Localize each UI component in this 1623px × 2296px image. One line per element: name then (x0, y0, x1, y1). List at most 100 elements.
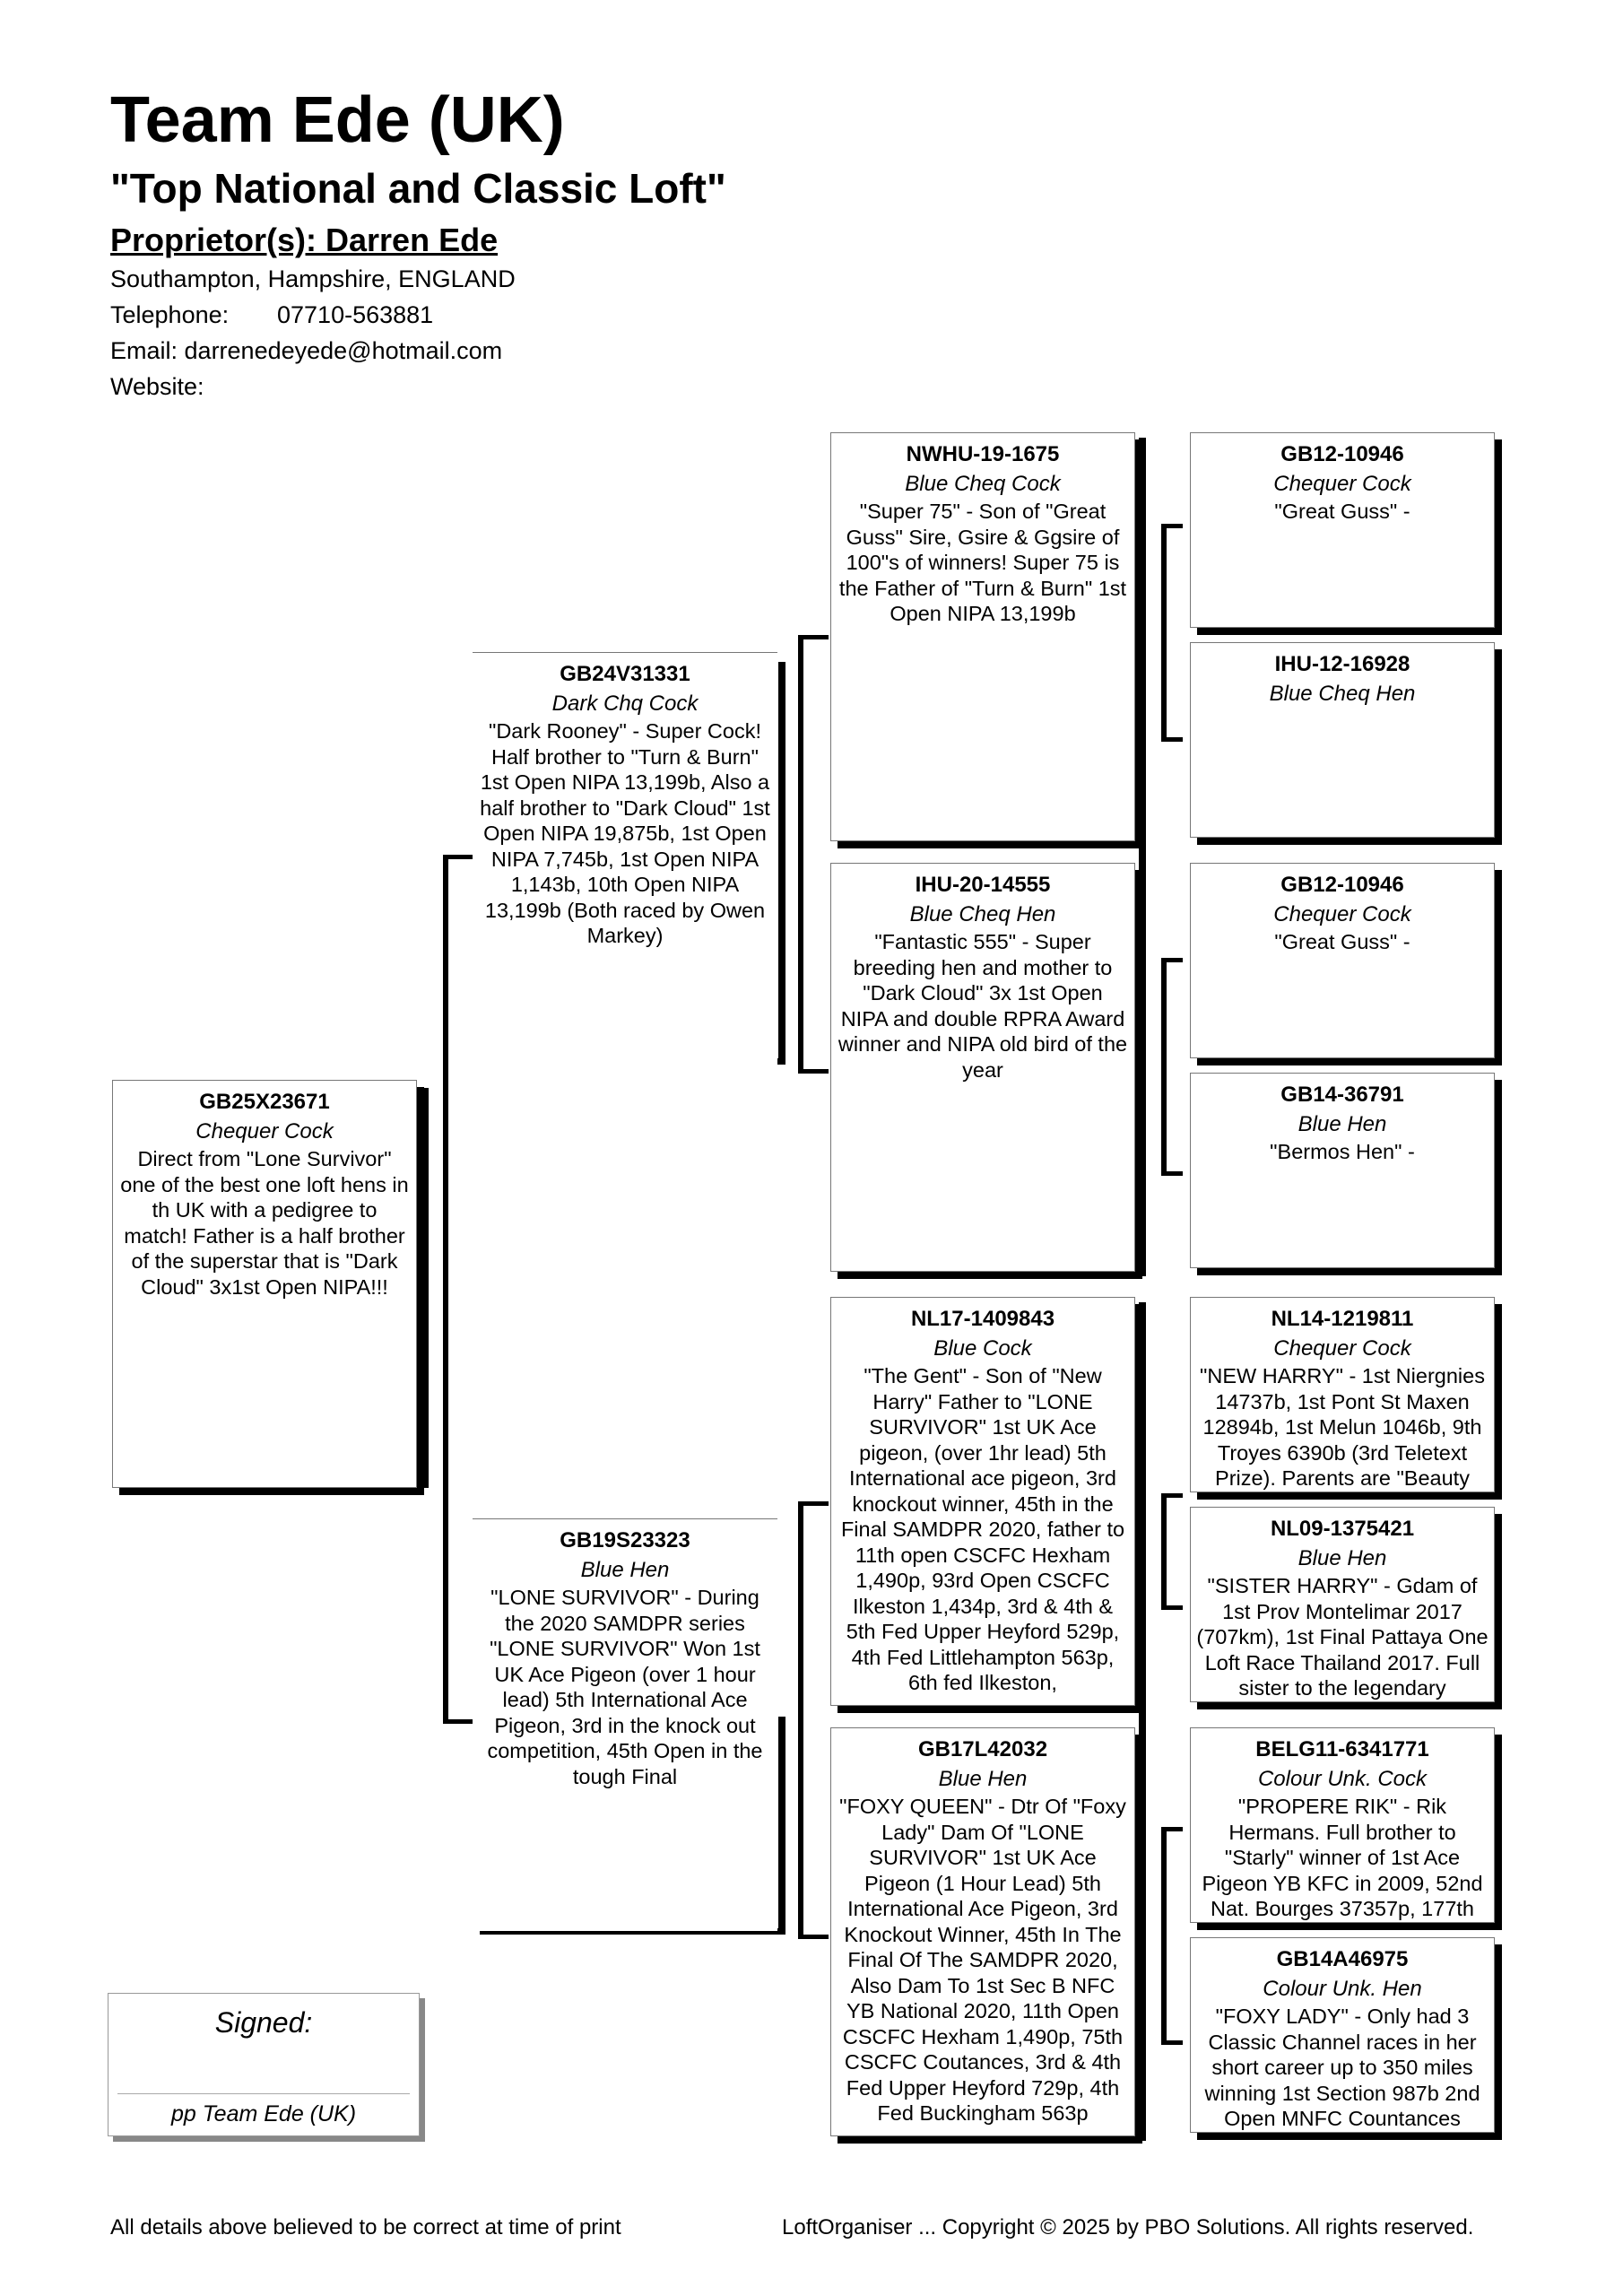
pigeon-color: Blue Cock (933, 1336, 1032, 1361)
pigeon-color: Colour Unk. Hen (1263, 1977, 1422, 2001)
signature-box: Signed: pp Team Ede (UK) (108, 1993, 420, 2136)
pigeon-color: Chequer Cock (1273, 472, 1411, 496)
proprietor: Proprietor(s): Darren Ede (110, 222, 499, 258)
pigeon-card-sire-dam: IHU-20-14555 Blue Cheq Hen "Fantastic 55… (830, 863, 1135, 1272)
ring-number: IHU-12-16928 (1274, 652, 1410, 676)
connector-vertical (798, 1501, 803, 1939)
ring-number: NL09-1375421 (1270, 1517, 1415, 1541)
connector-horizontal (798, 1501, 829, 1506)
pigeon-description: "Dark Rooney" - Super Cock! Half brother… (480, 719, 770, 947)
signature-line (117, 2093, 410, 2094)
pigeon-card-sire-dam-dam: GB14-36791 Blue Hen "Bermos Hen" - (1190, 1073, 1495, 1268)
connector-horizontal (1161, 2040, 1183, 2045)
ring-number: NL17-1409843 (910, 1307, 1055, 1331)
pigeon-description: Direct from "Lone Survivor" one of the b… (120, 1147, 409, 1299)
telephone-row: Telephone: 07710-563881 (110, 303, 433, 327)
loft-subtitle: "Top National and Classic Loft" (110, 165, 726, 212)
pigeon-color: Blue Hen (1298, 1112, 1387, 1136)
email-label: Email: (110, 337, 178, 364)
pigeon-color: Blue Hen (938, 1767, 1028, 1791)
pigeon-card-dam-dam-sire: BELG11-6341771 Colour Unk. Cock "PROPERE… (1190, 1727, 1495, 1923)
pigeon-card-sire-sire: NWHU-19-1675 Blue Cheq Cock "Super 75" -… (830, 432, 1135, 841)
pigeon-color: Blue Hen (580, 1558, 670, 1582)
ring-number: GB17L42032 (917, 1737, 1048, 1761)
pigeon-description: "LONE SURVIVOR" - During the 2020 SAMDPR… (487, 1586, 763, 1788)
connector-horizontal (798, 1069, 829, 1074)
website-label: Website: (110, 373, 204, 400)
connector-horizontal (443, 1719, 473, 1724)
connector-horizontal (1161, 524, 1183, 528)
telephone-label: Telephone: (110, 301, 230, 328)
ring-number: IHU-20-14555 (915, 873, 1051, 897)
pigeon-description: "Great Guss" - (1274, 500, 1410, 523)
ring-number: GB25X23671 (199, 1090, 330, 1114)
pigeon-color: Blue Cheq Cock (905, 472, 1061, 496)
pigeon-card-sire-sire-sire: GB12-10946 Chequer Cock "Great Guss" - (1190, 432, 1495, 628)
ring-number: GB19S23323 (560, 1528, 690, 1552)
pigeon-color: Chequer Cock (1273, 902, 1411, 926)
pigeon-description: "Super 75" - Son of "Great Guss" Sire, G… (838, 500, 1127, 625)
pigeon-description: "Bermos Hen" - (1270, 1140, 1415, 1163)
pigeon-description: "The Gent" - Son of "New Harry" Father t… (840, 1364, 1125, 1694)
connector-vertical (1161, 1493, 1167, 1610)
connector-horizontal (1161, 1605, 1183, 1610)
connector-horizontal (1161, 737, 1183, 742)
connector-vertical (421, 1088, 429, 1488)
footer-disclaimer: All details above believed to be correct… (110, 2215, 621, 2239)
pigeon-card-dam-sire: NL17-1409843 Blue Cock "The Gent" - Son … (830, 1297, 1135, 1706)
connector-vertical (1161, 958, 1167, 1176)
pigeon-description: "NEW HARRY" - 1st Niergnies 14737b, 1st … (1200, 1364, 1485, 1490)
ring-number: GB24V31331 (560, 662, 690, 686)
connector-horizontal (1161, 1493, 1183, 1498)
connector-vertical (1139, 1302, 1146, 2141)
ring-number: NWHU-19-1675 (906, 442, 1060, 466)
pigeon-color: Blue Hen (1298, 1546, 1387, 1570)
pigeon-card-sire-dam-sire: GB12-10946 Chequer Cock "Great Guss" - (1190, 863, 1495, 1058)
pigeon-color: Chequer Cock (195, 1119, 334, 1144)
ring-number: GB14-36791 (1280, 1083, 1404, 1107)
connector-vertical (443, 855, 448, 1722)
pigeon-color: Blue Cheq Hen (909, 902, 1056, 926)
footer-copyright: LoftOrganiser ... Copyright © 2025 by PB… (782, 2215, 1474, 2239)
ring-number: NL14-1219811 (1271, 1307, 1414, 1331)
email-row: Email: darrenedeyede@hotmail.com (110, 339, 502, 363)
pigeon-card-dam-sire-dam: NL09-1375421 Blue Hen "SISTER HARRY" - G… (1190, 1507, 1495, 1702)
connector-horizontal (1161, 958, 1183, 962)
connector-horizontal (798, 635, 829, 639)
connector-vertical (778, 662, 785, 1065)
pigeon-description: "SISTER HARRY" - Gdam of 1st Prov Montel… (1196, 1574, 1488, 1700)
connector-horizontal (798, 1935, 829, 1939)
ring-number: BELG11-6341771 (1255, 1737, 1429, 1761)
connector-vertical (1161, 1827, 1167, 2045)
pigeon-card-dam-dam-dam: GB14A46975 Colour Unk. Hen "FOXY LADY" -… (1190, 1937, 1495, 2133)
pigeon-description: "Fantastic 555" - Super breeding hen and… (838, 930, 1128, 1082)
pigeon-card-sire-sire-dam: IHU-12-16928 Blue Cheq Hen (1190, 642, 1495, 838)
pigeon-description: "FOXY QUEEN" - Dtr Of "Foxy Lady" Dam Of… (839, 1795, 1126, 2125)
connector-vertical (798, 635, 803, 1072)
pigeon-color: Blue Cheq Hen (1269, 682, 1416, 706)
connector-vertical (778, 1717, 785, 1935)
connector-horizontal (480, 1928, 783, 1935)
loft-title: Team Ede (UK) (110, 84, 565, 156)
connector-horizontal (1161, 1171, 1183, 1176)
pigeon-card-sire: GB24V31331 Dark Chq Cock "Dark Rooney" -… (473, 652, 777, 1065)
pigeon-description: "PROPERE RIK" - Rik Hermans. Full brothe… (1202, 1795, 1483, 1920)
pigeon-card-dam-sire-sire: NL14-1219811 Chequer Cock "NEW HARRY" - … (1190, 1297, 1495, 1492)
connector-vertical (1139, 438, 1146, 1276)
address: Southampton, Hampshire, ENGLAND (110, 265, 516, 292)
ring-number: GB14A46975 (1276, 1947, 1409, 1971)
pigeon-card-dam: GB19S23323 Blue Hen "LONE SURVIVOR" - Du… (473, 1518, 777, 1931)
email-value: darrenedeyede@hotmail.com (184, 337, 503, 364)
signed-label: Signed: (214, 2006, 313, 2039)
pigeon-description: "FOXY LADY" - Only had 3 Classic Channel… (1204, 2005, 1480, 2130)
ring-number: GB12-10946 (1280, 442, 1404, 466)
telephone-value: 07710-563881 (277, 301, 434, 328)
pigeon-card-dam-dam: GB17L42032 Blue Hen "FOXY QUEEN" - Dtr O… (830, 1727, 1135, 2136)
pigeon-color: Colour Unk. Cock (1257, 1767, 1428, 1791)
connector-vertical (1161, 524, 1167, 742)
pigeon-description: "Great Guss" - (1274, 930, 1410, 953)
connector-horizontal (443, 855, 473, 859)
connector-horizontal (1161, 1827, 1183, 1831)
pigeon-card-subject: GB25X23671 Chequer Cock Direct from "Lon… (112, 1080, 417, 1488)
